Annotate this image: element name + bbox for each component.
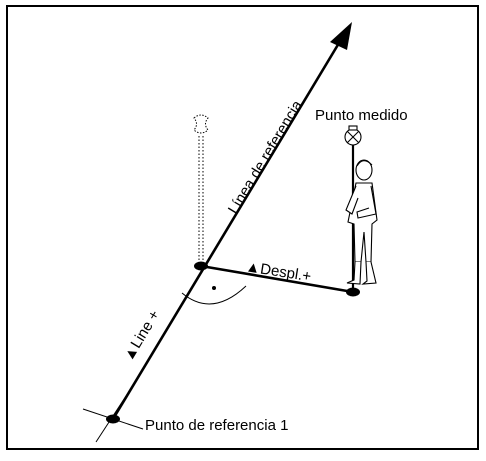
measured-point-label: Punto medido: [315, 107, 408, 124]
reference-line: [111, 37, 344, 420]
diagram-border: [6, 5, 479, 450]
reference-point-1-label: Punto de referencia 1: [145, 417, 288, 434]
offset-label: ▲Despl.+: [244, 258, 312, 285]
arrowhead-icon: [330, 22, 352, 50]
measured-point-marker: [346, 287, 360, 297]
line-label: ▲Line +: [120, 307, 164, 364]
foot-point-marker: [194, 261, 208, 271]
right-angle-dot: [212, 286, 216, 290]
dotted-prism-pole-icon: [193, 114, 209, 264]
surveyor-with-prism-pole-icon: [344, 125, 378, 291]
reference-line-label: Línea de referencia: [225, 97, 306, 217]
offset-line: [200, 264, 354, 294]
reference-point-1-marker: [106, 414, 120, 424]
right-angle-arc-icon: [181, 285, 247, 305]
